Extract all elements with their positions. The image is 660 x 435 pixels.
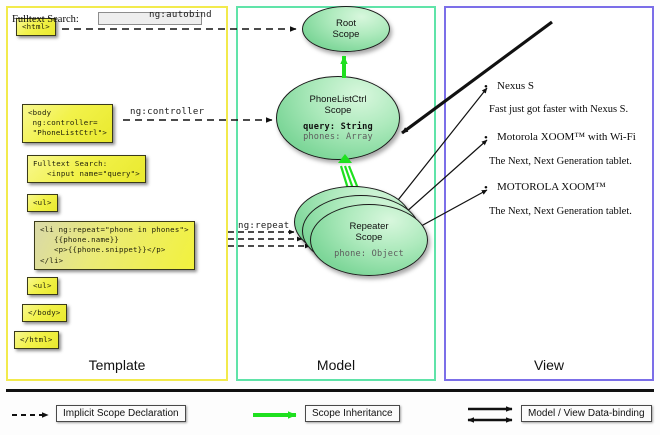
bullet-dot-icon: • bbox=[484, 132, 488, 144]
template-box-body-close-tag: </body> bbox=[22, 304, 67, 323]
column-label-model: Model bbox=[316, 357, 356, 373]
view-phone-snippet-1: The Next, Next Generation tablet. bbox=[489, 156, 632, 167]
view-phone-snippet-0: Fast just got faster with Nexus S. bbox=[489, 104, 629, 115]
edge-label-ng-controller: ng:controller bbox=[130, 107, 205, 117]
phonelistctrl-scope-prop-query: query: String bbox=[303, 122, 373, 133]
legend-label-model-view-data-binding: Model / View Data-binding bbox=[521, 405, 652, 422]
view-phone-name-0: • Nexus S bbox=[484, 80, 534, 93]
bullet-dot-icon: • bbox=[484, 81, 488, 93]
repeater-scope-prop-phone: phone: Object bbox=[334, 249, 404, 260]
column-label-view: View bbox=[533, 357, 565, 373]
edge-label-ng-repeat: ng:repeat bbox=[238, 221, 290, 231]
bullet-dot-icon: • bbox=[484, 182, 488, 194]
root-scope-line1: Root bbox=[335, 17, 357, 29]
phonelistctrl-scope-line1: PhoneListCtrl bbox=[309, 93, 367, 105]
legend-label-scope-inheritance: Scope Inheritance bbox=[305, 405, 400, 422]
template-box-html-close-tag: </html> bbox=[14, 331, 59, 350]
view-search-input[interactable] bbox=[98, 12, 202, 25]
phonelistctrl-scope-line2: Scope bbox=[324, 105, 352, 116]
column-view: View bbox=[444, 6, 654, 381]
view-phone-snippet-2: The Next, Next Generation tablet. bbox=[489, 206, 632, 217]
template-box-ul-close-tag: <ul> bbox=[27, 277, 58, 296]
root-scope-line2: Scope bbox=[332, 29, 360, 40]
template-box-li-repeat: <li ng:repeat="phone in phones"> {{phone… bbox=[34, 221, 195, 270]
view-phone-name-1: • Motorola XOOM™ with Wi-Fi bbox=[484, 131, 636, 144]
template-box-fulltext-search: Fulltext Search: <input name="query"> bbox=[27, 155, 146, 184]
template-box-ul-open-tag: <ul> bbox=[27, 194, 58, 213]
phonelistctrl-scope-prop-phones: phones: Array bbox=[303, 132, 373, 143]
view-phone-name-2: • MOTOROLA XOOM™ bbox=[484, 181, 606, 194]
scope-phonelistctrl-scope: PhoneListCtrl Scope query: String phones… bbox=[276, 76, 400, 160]
scope-root-scope: Root Scope bbox=[302, 6, 390, 52]
view-fulltext-search-label: Fulltext Search: bbox=[12, 14, 79, 25]
repeater-scope-line2: Scope bbox=[355, 232, 383, 243]
scope-repeater-scope: Repeater Scope phone: Object bbox=[310, 204, 428, 276]
legend-label-implicit-scope-declaration: Implicit Scope Declaration bbox=[56, 405, 186, 422]
template-box-html-open-tag: <html> bbox=[16, 18, 56, 37]
repeater-scope-line1: Repeater bbox=[349, 220, 389, 232]
column-label-template: Template bbox=[88, 357, 146, 373]
legend-divider bbox=[6, 389, 654, 392]
template-box-body-tag: <body ng:controller= "PhoneListCtrl"> bbox=[22, 104, 114, 143]
edge-label-ng-autobind: ng:autobind bbox=[149, 10, 212, 20]
legend: Implicit Scope Declaration Scope Inherit… bbox=[0, 389, 660, 435]
